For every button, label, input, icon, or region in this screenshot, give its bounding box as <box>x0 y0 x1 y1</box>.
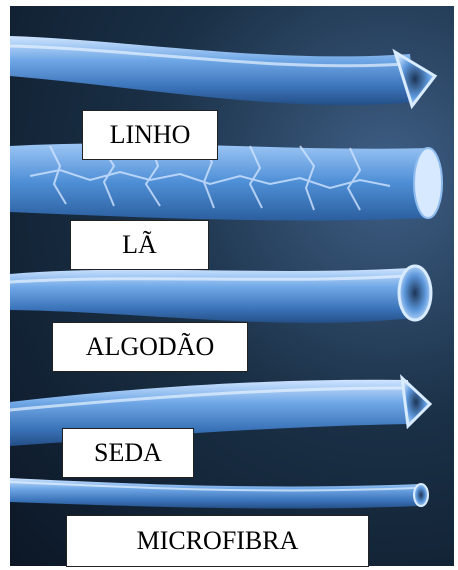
label-la: LÃ <box>70 220 209 270</box>
label-microfibra: MICROFIBRA <box>66 515 369 567</box>
fibers-svg <box>10 6 454 566</box>
label-linho: LINHO <box>82 110 218 160</box>
label-seda: SEDA <box>62 428 194 478</box>
la-fiber <box>10 142 442 220</box>
fiber-illustration <box>10 6 454 566</box>
linho-fiber <box>10 36 435 106</box>
label-algodao: ALGODÃO <box>52 322 248 372</box>
algodao-fiber <box>10 266 431 323</box>
microfibra-fiber <box>10 478 428 509</box>
